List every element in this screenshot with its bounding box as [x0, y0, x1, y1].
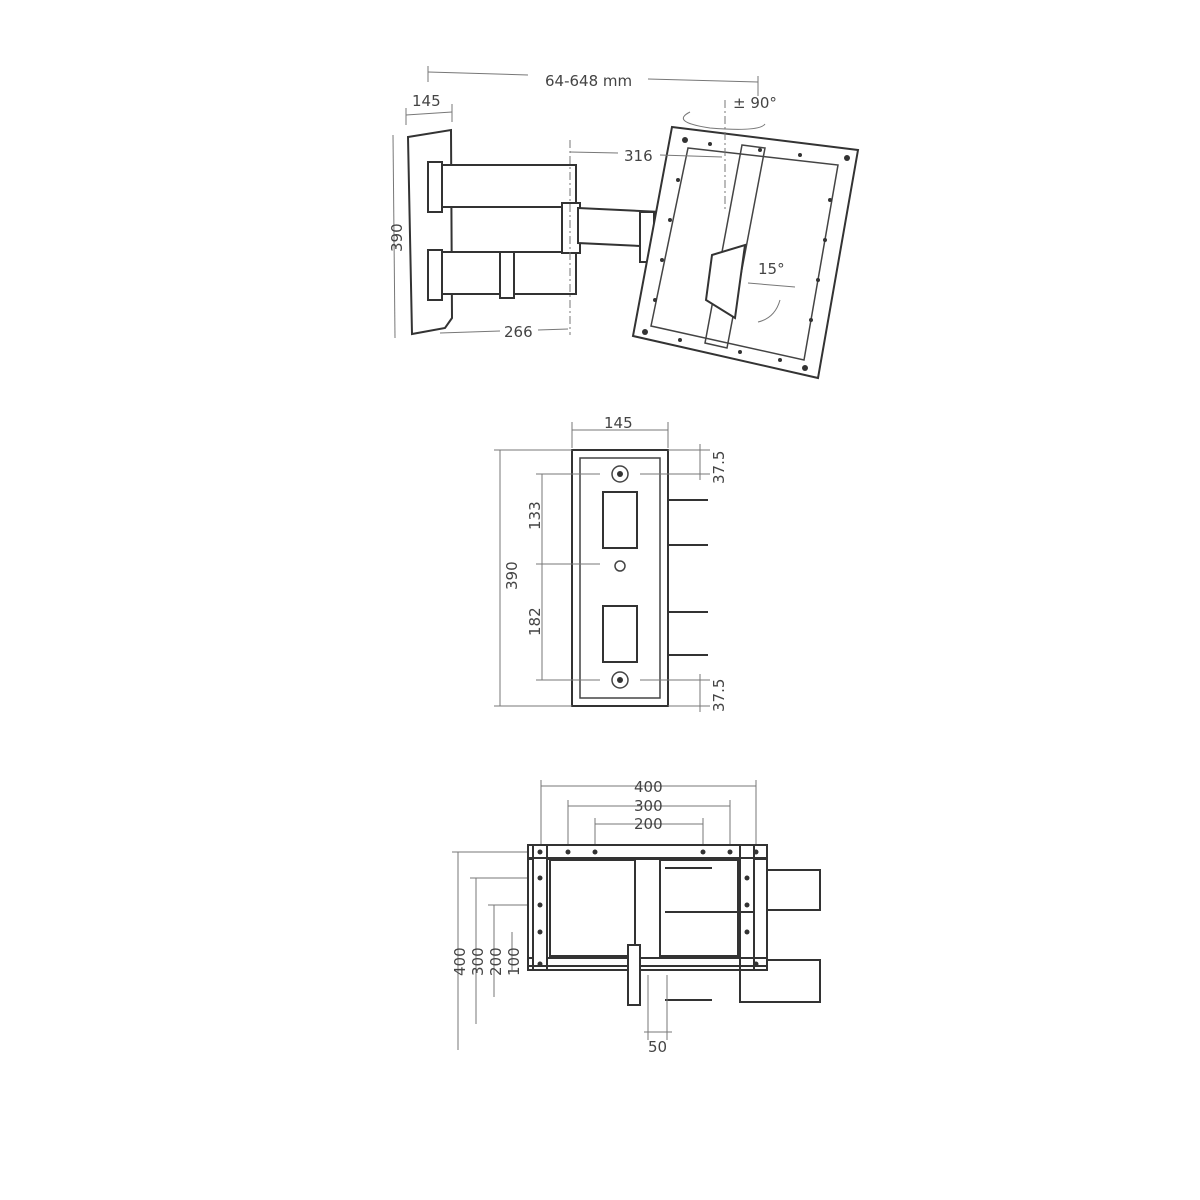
offset-label: 50	[648, 1038, 667, 1056]
plate-width-label: 145	[412, 92, 441, 110]
wall-plate	[406, 128, 454, 336]
vesa-h-200: 200	[634, 815, 663, 833]
tilt-label: 15°	[758, 260, 785, 278]
swivel-label: ± 90°	[733, 94, 777, 112]
vesa-view: 400 300 200 400 300 200 100	[451, 778, 821, 1056]
tilt-dimension: 15°	[747, 260, 796, 323]
arm-inner-label: 266	[504, 323, 533, 341]
arm-outer-label: 316	[624, 147, 653, 165]
keyhole-icon	[614, 560, 626, 572]
vesa-h-300: 300	[634, 797, 663, 815]
vesa-v-100: 100	[505, 947, 523, 976]
top-offset-label: 37.5	[710, 451, 728, 484]
vesa-v-200: 200	[487, 947, 505, 976]
offset-dimension-50: 50	[644, 975, 672, 1056]
bottom-offset-label: 37.5	[710, 679, 728, 712]
hole-spacing-dimension: 133 182	[526, 473, 600, 681]
height-label: 390	[503, 561, 521, 590]
offset-dimensions: 37.5 37.5	[640, 444, 728, 712]
horizontal-vesa-dimensions: 400 300 200	[540, 778, 757, 845]
frame-left-panel	[549, 859, 636, 957]
tilt-plate	[627, 944, 641, 1006]
wall-plate-front	[571, 449, 669, 707]
upper-hinge	[602, 491, 638, 549]
plate-width-label-2: 145	[604, 414, 633, 432]
vesa-v-300: 300	[469, 947, 487, 976]
vesa-h-400: 400	[634, 778, 663, 796]
perspective-view: 64-648 mm 145 390	[388, 66, 860, 380]
wall-plate-view: 145 390 133 182	[494, 414, 728, 712]
plate-height-label: 390	[388, 223, 406, 252]
upper-spacing-label: 133	[526, 501, 544, 530]
reach-label: 64-648 mm	[545, 72, 632, 90]
vesa-v-400: 400	[451, 947, 469, 976]
plate-width-dimension-2: 145	[571, 414, 669, 448]
tilt-head	[704, 243, 747, 320]
arm-hinge-lower	[427, 249, 443, 301]
plate-height-dimension: 390	[388, 134, 406, 339]
height-dimension: 390	[494, 449, 572, 707]
plate-width-dimension: 145	[405, 92, 453, 125]
frame-right-panel	[659, 859, 739, 957]
lower-spacing-label: 182	[526, 607, 544, 636]
lower-hinge	[602, 605, 638, 663]
upper-arm	[427, 164, 577, 208]
swivel-dimension: ± 90°	[682, 94, 777, 210]
arm-inner-dimension: 266	[439, 323, 569, 341]
vertical-vesa-dimensions: 400 300 200 100	[451, 851, 540, 1050]
arm-outer-dimension: 316	[569, 140, 723, 335]
arm-hinge-upper	[427, 161, 443, 213]
arm-clamp	[499, 251, 515, 299]
reach-dimension: 64-648 mm	[427, 66, 759, 96]
